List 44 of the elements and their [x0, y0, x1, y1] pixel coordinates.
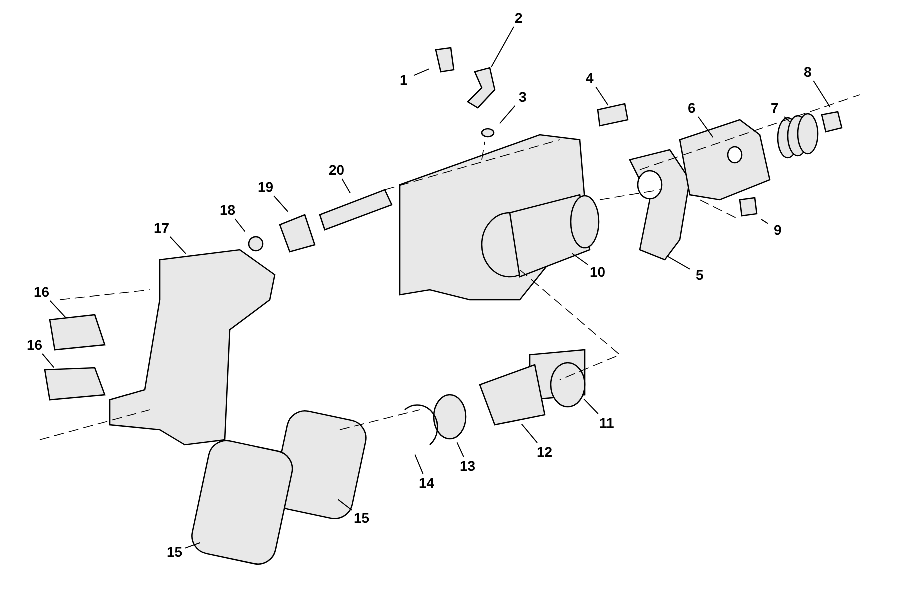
leader-line [698, 116, 714, 138]
leader-line [521, 424, 538, 444]
callout-number: 10 [590, 264, 606, 280]
leader-line [456, 442, 464, 458]
leader-line [784, 116, 790, 122]
callout-number: 19 [258, 179, 274, 195]
leader-line [667, 256, 690, 270]
leader-line [414, 454, 424, 474]
callout-number: 7 [771, 100, 779, 116]
leader-line [490, 26, 514, 68]
callout-number: 15 [354, 510, 370, 526]
callout-number: 9 [774, 222, 782, 238]
callout-number: 4 [586, 70, 594, 86]
callout-number: 11 [600, 415, 614, 431]
callout-number: 3 [519, 89, 527, 105]
callout-number: 12 [537, 444, 553, 460]
leader-line [342, 178, 351, 194]
leader-line [274, 196, 288, 212]
leader-line [338, 499, 352, 511]
leader-line [572, 253, 588, 266]
leader-line [761, 219, 768, 224]
callout-number: 6 [688, 100, 696, 116]
callout-number: 1 [400, 72, 408, 88]
callout-number: 20 [329, 162, 345, 178]
callout-number: 13 [460, 458, 476, 474]
leader-line [42, 354, 55, 368]
callout-number: 5 [696, 267, 704, 283]
callout-number: 17 [154, 220, 170, 236]
callout-number: 8 [804, 64, 812, 80]
leader-line [50, 300, 66, 318]
callout-number: 2 [515, 10, 523, 26]
leader-line [234, 218, 246, 232]
leader-line [184, 542, 201, 549]
leader-line [499, 106, 516, 124]
leader-line [170, 236, 186, 254]
leader-line [584, 398, 599, 414]
callout-number: 15 [167, 544, 183, 560]
leader-line [414, 68, 430, 76]
callout-number: 18 [220, 202, 236, 218]
callout-number: 14 [419, 475, 435, 491]
callout-number: 16 [34, 284, 50, 300]
leader-line [813, 80, 831, 108]
leader-line [596, 86, 609, 106]
callout-number: 16 [27, 337, 43, 353]
